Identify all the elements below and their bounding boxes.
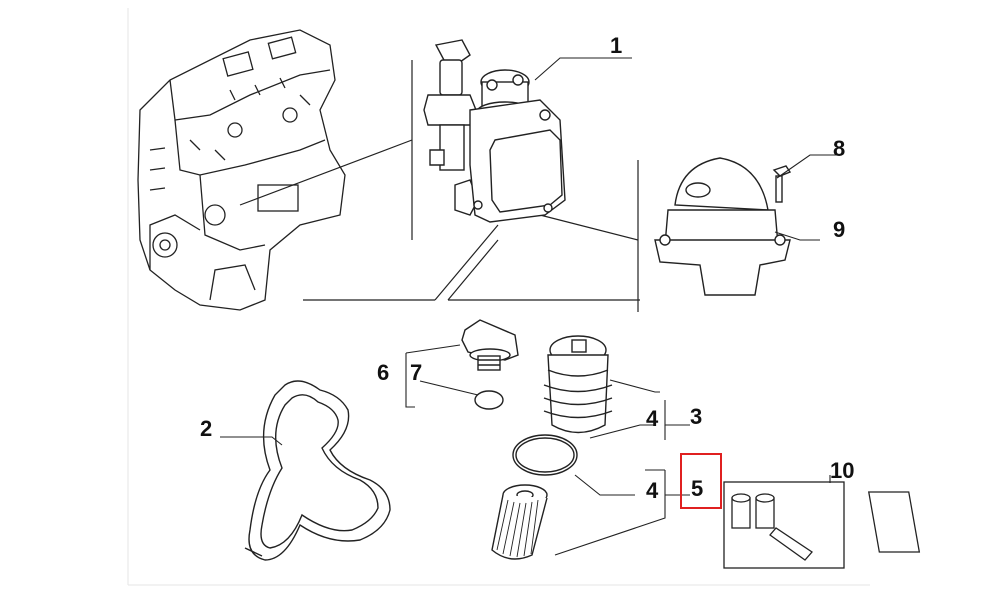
gasket (244, 380, 391, 561)
oring-small (474, 390, 504, 410)
highlight-box (680, 453, 722, 509)
housing-cover-assembly (654, 157, 792, 296)
service-kit (723, 481, 921, 569)
callout-4-lower: 4 (646, 478, 659, 503)
callout-4-upper: 4 (646, 406, 659, 431)
callout-2: 2 (200, 416, 213, 441)
callout-1: 1 (610, 33, 623, 58)
callout-leader-lines (220, 57, 840, 556)
oil-filter-element (491, 484, 548, 560)
callout-6: 6 (377, 360, 390, 385)
callout-8: 8 (833, 136, 846, 161)
oil-filler-cap (461, 319, 519, 371)
oring-large (512, 434, 578, 476)
callout-9: 9 (833, 217, 846, 242)
engine-leader-lines (239, 60, 640, 312)
callout-3: 3 (690, 404, 703, 429)
callout-7: 7 (410, 360, 423, 385)
callout-5: 5 (691, 476, 704, 501)
page-frame (127, 8, 870, 586)
filter-cover (543, 335, 613, 434)
callout-10: 10 (830, 458, 855, 483)
engine-block-illustration (137, 29, 346, 311)
oil-filter-housing-module (423, 39, 566, 223)
